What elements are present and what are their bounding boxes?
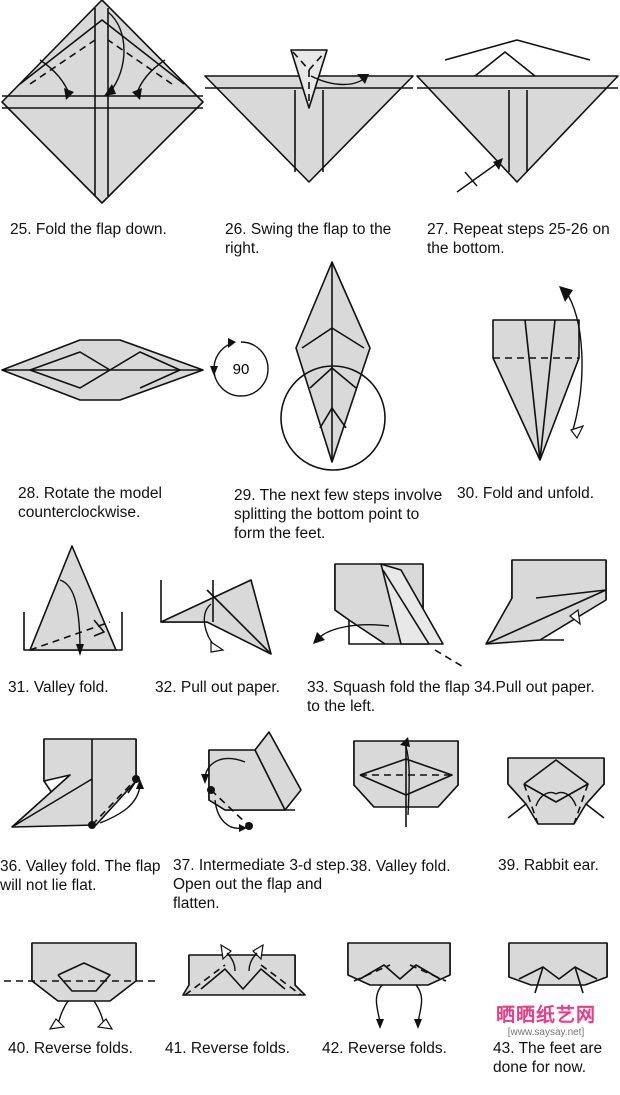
step-33-diagram [313,563,466,669]
step-30: 30. Fold and unfold. [445,280,620,520]
rotate-symbol: 90 [208,336,274,402]
step-26-diagram [204,49,414,183]
step-29-caption: 29. The next few steps involve splitting… [234,487,443,542]
step-39-diagram [507,757,605,825]
watermark-url: [www.saysay.net] [507,1027,585,1038]
step-27-diagram [416,39,619,193]
step-34-caption: 34.Pull out paper. [474,679,595,696]
step-31-diagram [23,545,123,656]
step-31: 31. Valley fold. [0,540,155,710]
step-28: 28. Rotate the model counterclockwise. [0,330,205,530]
step-25-caption: 25. Fold the flap down. [10,221,167,238]
step-41-diagram [182,943,306,996]
step-36: 36. Valley fold. The flap will not lie f… [0,735,165,900]
step-33: 33. Squash fold the flap to the left. [305,560,470,720]
step-27-caption: 27. Repeat steps 25-26 on the bottom. [427,221,610,257]
watermark: 晒晒纸艺网 [www.saysay.net] [484,1000,608,1038]
step-26: 26. Swing the flap to the right. [204,0,415,257]
step-29: 29. The next few steps involve splitting… [230,258,445,548]
step-32: 32. Pull out paper. [155,570,305,710]
rotate-arrow-icon: 90 [210,338,269,397]
step-42-diagram [347,942,451,1029]
step-30-caption: 30. Fold and unfold. [457,485,595,502]
step-43: 43. The feet are done for now. [475,935,620,1085]
zoom-circle [280,365,386,471]
step-32-diagram [160,579,272,655]
step-26-caption: 26. Swing the flap to the right. [225,221,392,257]
step-38: 38. Valley fold. [350,735,490,900]
step-41: 41. Reverse folds. [165,935,320,1065]
step-38-diagram [353,737,459,827]
step-42: 42. Reverse folds. [320,935,475,1065]
step-37-diagram [201,731,302,832]
step-37: 37. Intermediate 3-d step. Open out the … [165,730,350,920]
step-30-diagram [492,286,585,461]
step-40-caption: 40. Reverse folds. [8,1040,133,1057]
step-40: 40. Reverse folds. [0,935,165,1065]
step-29-diagram [280,261,386,471]
step-31-caption: 31. Valley fold. [8,679,109,696]
step-36-caption: 36. Valley fold. The flap will not lie f… [0,858,161,894]
step-40-diagram [4,942,160,1030]
step-36-diagram [11,738,144,829]
step-38-caption: 38. Valley fold. [350,858,451,875]
step-28-diagram [1,339,204,401]
step-42-caption: 42. Reverse folds. [322,1040,447,1057]
step-25: 25. Fold the flap down. [0,0,205,238]
step-43-caption: 43. The feet are done for now. [493,1040,603,1076]
step-25-diagram [1,0,204,204]
step-34-diagram [485,559,607,645]
step-43-diagram [508,942,608,994]
step-34: 34.Pull out paper. [470,559,620,710]
step-33-caption: 33. Squash fold the flap to the left. [307,679,470,715]
step-41-caption: 41. Reverse folds. [165,1040,290,1057]
step-37-caption: 37. Intermediate 3-d step. Open out the … [173,857,350,912]
watermark-logo: 晒晒纸艺网 [495,1005,596,1026]
step-32-caption: 32. Pull out paper. [155,679,280,696]
step-39-caption: 39. Rabbit ear. [498,857,599,874]
step-28-caption: 28. Rotate the model counterclockwise. [18,485,162,521]
step-27: 27. Repeat steps 25-26 on the bottom. [415,0,620,260]
rotate-label: 90 [233,361,250,378]
step-39: 39. Rabbit ear. [490,750,620,900]
